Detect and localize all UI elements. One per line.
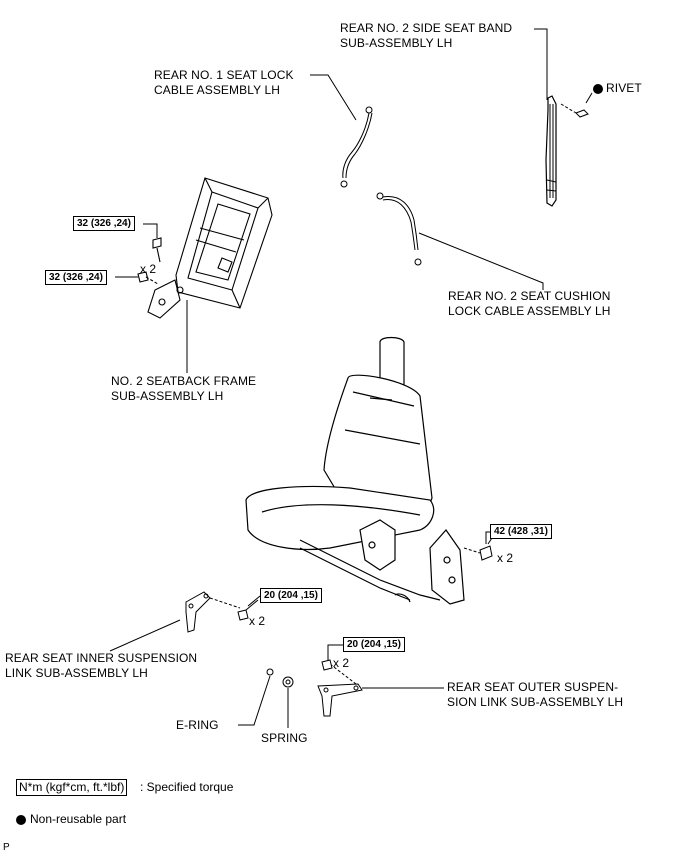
leader-inner-link xyxy=(109,619,181,652)
inner-link-part xyxy=(185,591,259,633)
label-rivet: RIVET xyxy=(606,81,642,95)
leader-e-ring xyxy=(238,675,271,726)
label-side-seat-band: REAR NO. 2 SIDE SEAT BAND SUB-ASSEMBLY L… xyxy=(340,21,513,50)
label-spring: SPRING xyxy=(261,731,308,745)
torque-box-inner-link: 20 (204 ,15) xyxy=(260,588,322,603)
multiplier-seat-right: x 2 xyxy=(497,551,514,565)
lock-cable-1-part xyxy=(340,106,373,188)
label-outer-link: REAR SEAT OUTER SUSPEN- SION LINK SUB-AS… xyxy=(447,680,624,709)
torque-box-seatback-upper: 32 (326 ,24) xyxy=(73,216,135,231)
leader-lock-cable-1 xyxy=(310,74,357,121)
multiplier-seatback: x 2 xyxy=(140,262,157,276)
side-seat-band-part xyxy=(545,95,589,207)
label-cushion-cable-2: REAR NO. 2 SEAT CUSHION LOCK CABLE ASSEM… xyxy=(448,289,611,318)
corner-mark: P xyxy=(3,842,10,853)
nonreusable-dot-rivet xyxy=(593,84,603,94)
multiplier-outer-link: x 2 xyxy=(333,656,350,670)
legend-torque-unit: N*m (kgf*cm, ft.*lbf) xyxy=(16,779,128,796)
leader-cushion-cable-2 xyxy=(418,232,544,290)
label-seatback-frame: NO. 2 SEATBACK FRAME SUB-ASSEMBLY LH xyxy=(111,374,257,403)
torque-box-seat-right: 42 (428 ,31) xyxy=(490,524,552,539)
spring-part xyxy=(282,676,294,688)
seatback-frame-part xyxy=(137,177,273,319)
label-e-ring: E-RING xyxy=(176,718,219,732)
label-inner-link: REAR SEAT INNER SUSPENSION LINK SUB-ASSE… xyxy=(5,651,198,680)
leader-side-band xyxy=(534,28,548,100)
seat-bolt-right xyxy=(463,537,493,561)
torque-box-outer-link: 20 (204 ,15) xyxy=(343,637,405,652)
outer-link-part xyxy=(317,659,363,717)
label-lock-cable-1: REAR NO. 1 SEAT LOCK CABLE ASSEMBLY LH xyxy=(154,68,294,97)
rear-seat-part xyxy=(245,336,465,605)
legend-torque-desc: : Specified torque xyxy=(140,780,234,794)
multiplier-inner-link: x 2 xyxy=(249,614,266,628)
legend-nonreusable-dot xyxy=(16,815,26,825)
e-ring-part xyxy=(266,668,274,676)
legend-nonreusable: Non-reusable part xyxy=(30,812,127,826)
cushion-cable-2-part xyxy=(376,192,422,266)
torque-box-seatback-lower: 32 (326 ,24) xyxy=(45,270,107,285)
leader-rivet xyxy=(585,92,593,104)
